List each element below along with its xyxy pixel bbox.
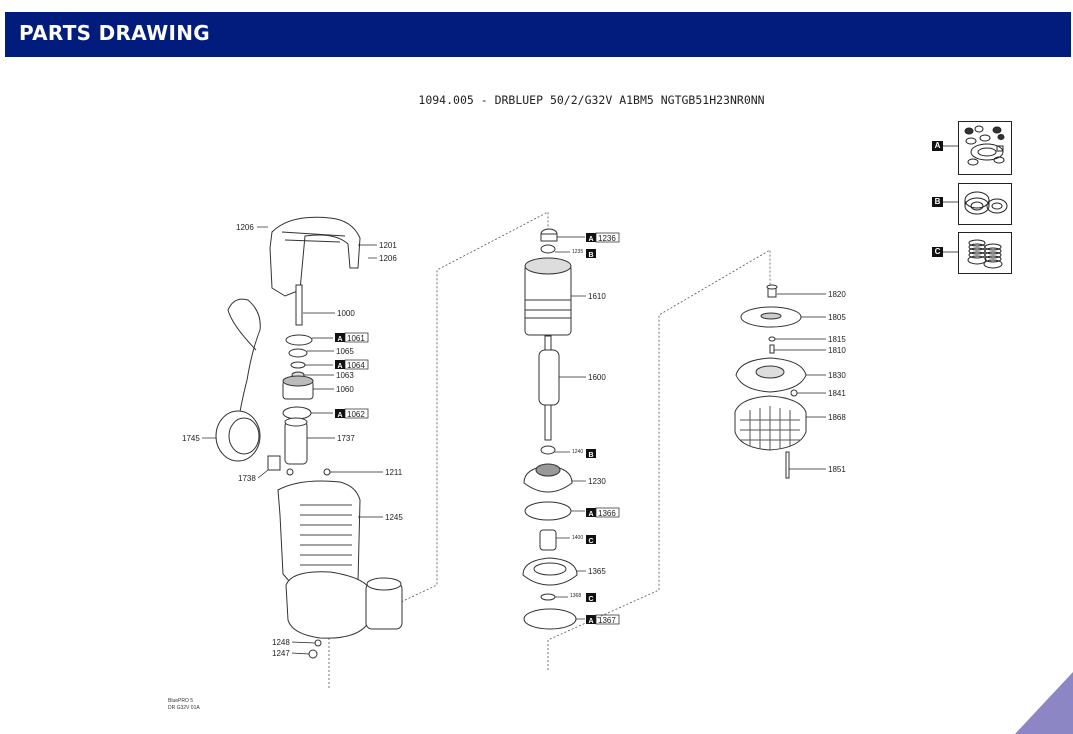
kit-a-tag: A (932, 141, 943, 151)
callout-1737: 1737 (337, 434, 355, 443)
kit-b-thumbnail (958, 183, 1012, 225)
cable-tube-part (295, 284, 303, 326)
callout-1206-side: 1206 (379, 254, 397, 263)
callout-1065: 1065 (336, 347, 354, 356)
footnote-line-1: BluePRO 5 (168, 698, 193, 704)
callout-1061: 1061 (347, 334, 365, 343)
callout-1600: 1600 (588, 373, 606, 382)
callout-1810: 1810 (828, 346, 846, 355)
corner-decoration (1015, 672, 1073, 734)
left-assembly (215, 216, 403, 659)
drawing-footnote: BluePRO 5 DR G32V 01A (168, 698, 200, 711)
page-title: PARTS DRAWING (19, 21, 210, 45)
kit-c-tag: C (932, 247, 943, 257)
callout-1830: 1830 (828, 371, 846, 380)
callout-1805: 1805 (828, 313, 846, 322)
kit-tag-1236: A (588, 236, 593, 243)
callout-1206-top: 1206 (236, 223, 254, 232)
footnote-line-2: DR G32V 01A (168, 705, 200, 711)
callout-1868: 1868 (828, 413, 846, 422)
kit-tag-1368: C (588, 596, 593, 603)
callout-1064: 1064 (347, 361, 365, 370)
kit-tag-1061: A (337, 336, 342, 343)
callout-1841: 1841 (828, 389, 846, 398)
callout-1230: 1230 (588, 477, 606, 486)
kit-tag-1062: A (337, 412, 342, 419)
kit-c-thumbnail (958, 232, 1012, 274)
kit-tag-1235: B (588, 252, 593, 259)
callout-1245: 1245 (385, 513, 403, 522)
callout-1063: 1063 (336, 371, 354, 380)
callout-1368: 1368 (570, 593, 581, 599)
callout-labels: 1206 1201 1206 1000 1061 1065 1064 1063 … (182, 223, 846, 658)
callout-1247: 1247 (272, 649, 290, 658)
callout-1235: 1235 (572, 249, 583, 255)
callout-1367: 1367 (598, 616, 616, 625)
drawing-title: 1094.005 - DRBLUEP 50/2/G32V A1BM5 NGTGB… (418, 93, 765, 107)
callout-1240: 1240 (572, 449, 583, 455)
callout-1400: 1400 (572, 535, 583, 541)
kit-c-mechanical-seals-icon (967, 239, 1003, 269)
callout-1365: 1365 (588, 567, 606, 576)
center-assembly (522, 228, 578, 630)
callout-1851: 1851 (828, 465, 846, 474)
callout-kit-tags (335, 233, 596, 624)
callout-1060: 1060 (336, 385, 354, 394)
callout-1366: 1366 (598, 509, 616, 518)
callout-1610: 1610 (588, 292, 606, 301)
callout-number-frames (344, 232, 620, 625)
kit-tag-1400: C (588, 538, 593, 545)
callout-leaders (202, 226, 826, 655)
callout-1815: 1815 (828, 335, 846, 344)
assembly-dotted-guides (328, 211, 771, 688)
kit-tag-1064: A (337, 363, 342, 370)
kit-tag-1366: A (588, 511, 593, 518)
callout-1062: 1062 (347, 410, 365, 419)
callout-1820: 1820 (828, 290, 846, 299)
handle-part (269, 216, 361, 297)
callout-1236: 1236 (598, 234, 616, 243)
callout-1248: 1248 (272, 638, 290, 647)
kit-tag-1240: B (588, 452, 593, 459)
right-assembly (734, 284, 807, 479)
kit-b-bearings-icon (964, 191, 1008, 215)
kit-a-seals-icon (964, 125, 1005, 166)
callout-1745: 1745 (182, 434, 200, 443)
header-bar: PARTS DRAWING (5, 12, 1071, 57)
rotor-shaft-part (538, 349, 560, 406)
kit-b-tag: B (932, 197, 943, 207)
callout-1000: 1000 (337, 309, 355, 318)
kit-tag-1367: A (588, 618, 593, 625)
kit-a-thumbnail (958, 121, 1012, 175)
callout-1211: 1211 (385, 468, 403, 477)
callout-1201: 1201 (379, 241, 397, 250)
callout-1738: 1738 (238, 474, 256, 483)
